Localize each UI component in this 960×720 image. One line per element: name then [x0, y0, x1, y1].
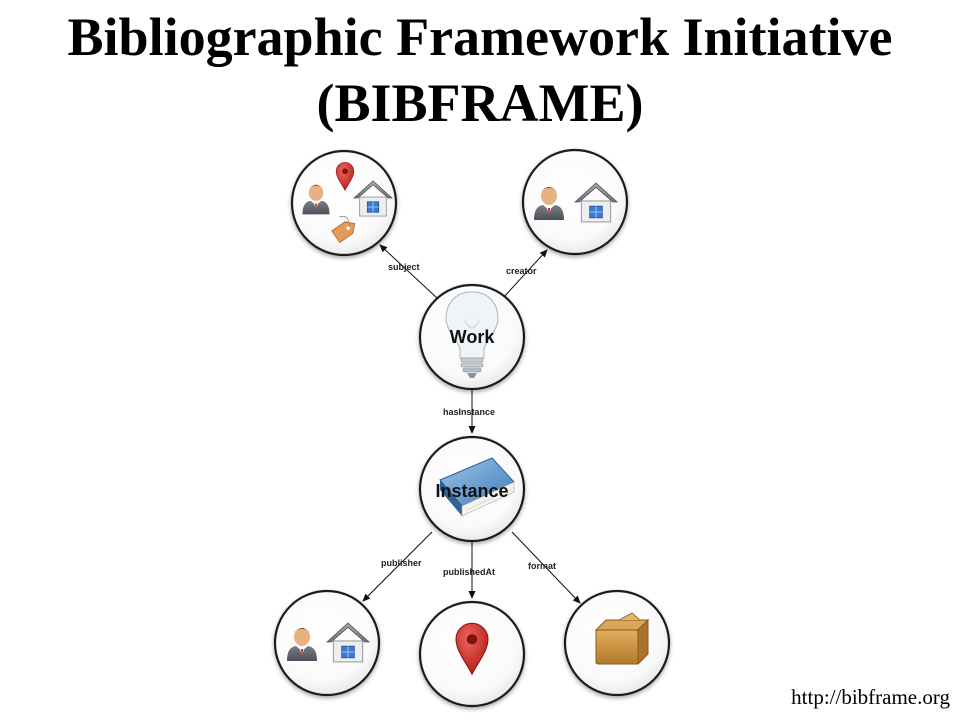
edge-subject — [379, 244, 438, 299]
book-icon — [439, 457, 515, 517]
edge-label-publisher: publisher — [381, 558, 422, 568]
edges — [362, 244, 581, 604]
node-instance: Instance — [418, 435, 526, 543]
edge-label-creator: creator — [506, 266, 537, 276]
node-published-at — [418, 600, 526, 708]
node-format — [563, 589, 671, 697]
edge-label-has-instance: hasInstance — [443, 407, 495, 417]
edge-label-published-at: publishedAt — [443, 567, 495, 577]
edge-label-format: format — [528, 561, 556, 571]
node-work: Work — [418, 283, 526, 391]
node-creator — [521, 148, 629, 256]
edge-label-subject: subject — [388, 262, 420, 272]
box-icon — [594, 612, 650, 666]
edge-publisher — [362, 531, 433, 602]
edge-labels: subject creator hasInstance publisher pu… — [381, 262, 556, 577]
node-publisher — [273, 589, 381, 697]
slide-title-line2: (BIBFRAME) — [316, 73, 644, 133]
node-subject — [290, 149, 398, 257]
slide-title-line1: Bibliographic Framework Initiative — [67, 7, 893, 67]
edge-format — [511, 531, 581, 604]
node-label-instance: Instance — [435, 481, 508, 501]
lightbulb-icon — [445, 291, 499, 378]
source-url-link[interactable]: http://bibframe.org — [791, 685, 950, 709]
edge-creator — [502, 249, 548, 299]
tag-icon — [331, 215, 356, 244]
node-label-work: Work — [450, 327, 496, 347]
